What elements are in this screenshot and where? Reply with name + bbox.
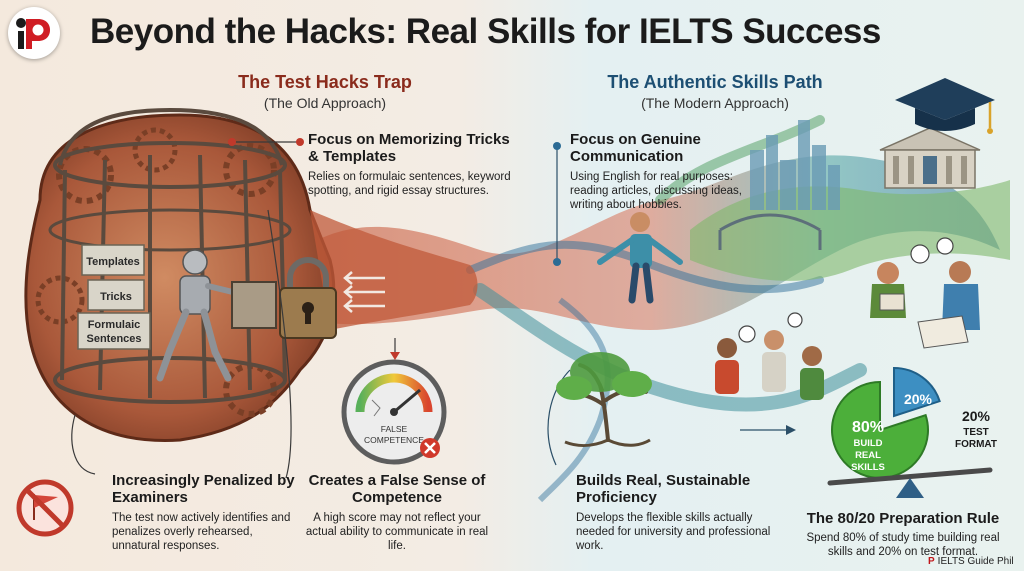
proficiency-block: Builds Real, Sustainable Proficiency Dev…: [576, 472, 776, 553]
right-connectors: [547, 146, 790, 466]
card-tricks: Tricks: [87, 279, 145, 311]
page-title: Beyond the Hacks: Real Skills for IELTS …: [90, 12, 881, 51]
person-walking-icon: [597, 212, 683, 304]
memorizing-block: Focus on Memorizing Tricks & Templates R…: [308, 131, 518, 198]
rule-body: Spend 80% of study time building real sk…: [806, 532, 1000, 558]
svg-text:20%: 20%: [904, 391, 933, 407]
svg-text:Sentences: Sentences: [86, 333, 141, 345]
proficiency-title: Builds Real, Sustainable Proficiency: [576, 472, 751, 506]
svg-text:SKILLS: SKILLS: [851, 462, 885, 473]
rusty-cage-illustration: [24, 107, 478, 442]
svg-text:FORMAT: FORMAT: [955, 439, 997, 450]
seesaw-icon: [827, 467, 993, 498]
growing-tree-icon: [556, 352, 652, 447]
communication-title: Focus on Genuine Communication: [570, 131, 701, 165]
test-format-label: 20% TEST FORMAT: [955, 408, 997, 450]
graduation-cap-icon: [895, 78, 995, 134]
svg-text:TEST: TEST: [963, 427, 989, 438]
left-heading: The Test Hacks Trap: [238, 72, 412, 92]
false-sense-block: Creates a False Sense of Competence A hi…: [304, 472, 490, 553]
rule-block: The 80/20 Preparation Rule Spend 80% of …: [798, 510, 1008, 559]
pressure-arrows: [343, 271, 385, 313]
svg-text:20%: 20%: [962, 408, 991, 424]
prohibited-sign-icon: [16, 479, 74, 537]
watermark-text: IELTS Guide Phil: [937, 556, 1014, 567]
watermark-logo-letter: P: [928, 556, 935, 567]
false-sense-title: Creates a False Sense of Competence: [308, 472, 486, 506]
communication-block: Focus on Genuine Communication Using Eng…: [570, 131, 750, 212]
rule-title: The 80/20 Preparation Rule: [806, 510, 1000, 527]
memorizing-body: Relies on formulaic sentences, keyword s…: [308, 171, 511, 197]
city-skyline-icon: [750, 120, 840, 210]
communication-body: Using English for real purposes: reading…: [570, 171, 742, 211]
svg-text:Formulaic: Formulaic: [88, 319, 141, 331]
people-discussing-icon: [715, 312, 824, 400]
svg-text:REAL: REAL: [855, 450, 881, 461]
right-heading: The Authentic Skills Path: [607, 72, 823, 92]
memorizing-title: Focus on Memorizing Tricks & Templates: [308, 131, 510, 165]
false-sense-body: A high score may not reflect your actual…: [305, 512, 489, 552]
brand-logo[interactable]: [8, 7, 60, 59]
pie-80-20: 80% BUILD REAL SKILLS 20%: [831, 366, 941, 479]
university-building-icon: [879, 127, 981, 189]
penalized-body: The test now actively identifies and pen…: [112, 512, 291, 552]
svg-text:COMPETENCE: COMPETENCE: [364, 435, 424, 445]
penalized-title: Increasingly Penalized by Examiners: [112, 472, 295, 506]
svg-text:Tricks: Tricks: [100, 291, 132, 303]
penalized-block: Increasingly Penalized by Examiners The …: [112, 472, 302, 553]
false-competence-gauge: FALSE COMPETENCE: [341, 359, 447, 465]
card-formulaic-sentences: Formulaic Sentences: [77, 312, 151, 350]
people-reading-icon: [870, 237, 980, 349]
right-subheading: (The Modern Approach): [641, 95, 789, 111]
brand-logo-icon: [10, 9, 58, 57]
proficiency-body: Develops the flexible skills actually ne…: [576, 512, 771, 552]
svg-text:Templates: Templates: [86, 256, 140, 268]
svg-text:BUILD: BUILD: [853, 438, 882, 449]
svg-text:80%: 80%: [852, 419, 884, 436]
card-templates: Templates: [81, 244, 145, 276]
svg-text:FALSE: FALSE: [381, 424, 408, 434]
left-subheading: (The Old Approach): [263, 95, 387, 111]
